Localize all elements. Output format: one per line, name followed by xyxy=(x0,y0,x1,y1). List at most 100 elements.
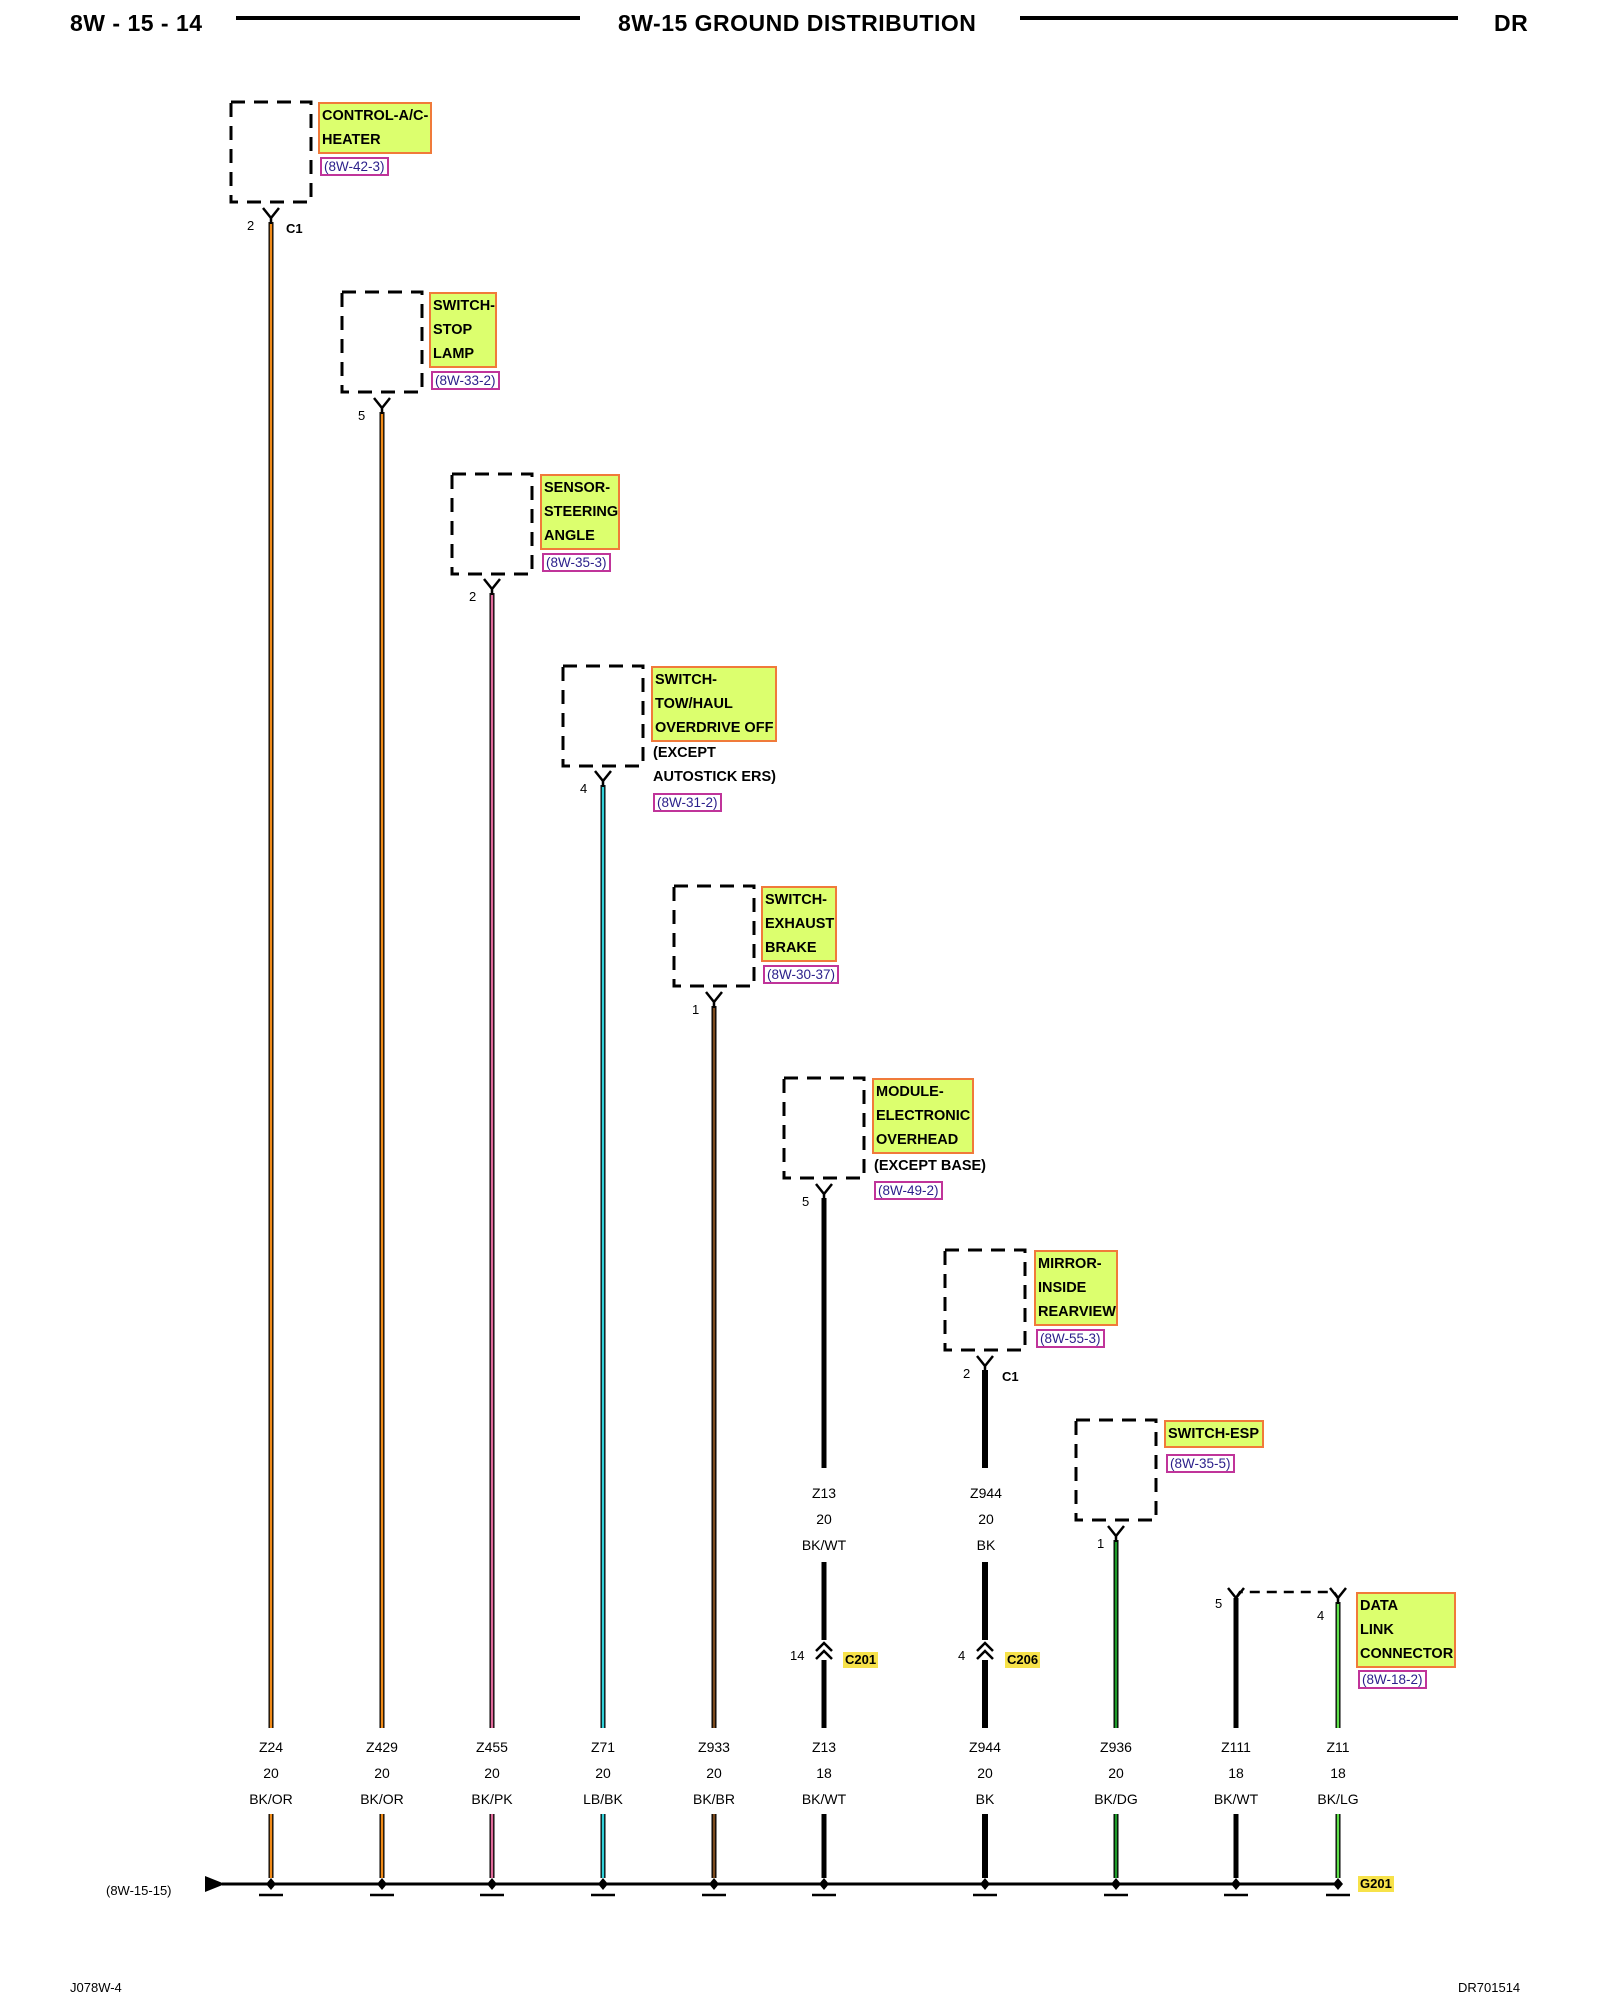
bus-ref-link[interactable]: (8W-15-15) xyxy=(106,1883,172,1898)
splice-point xyxy=(487,1878,497,1890)
component-label-switch-stop-lamp: SWITCH- STOP LAMP xyxy=(429,292,497,368)
splice-point xyxy=(1231,1878,1241,1890)
wire-gauge: 20 xyxy=(374,1765,390,1781)
pin-number: 5 xyxy=(358,408,366,423)
pin-terminal xyxy=(705,991,723,1008)
component-label-module-electronic-overhead: MODULE- ELECTRONIC OVERHEAD xyxy=(872,1078,974,1154)
pin-number: 4 xyxy=(580,781,588,796)
circuit-id: Z11 xyxy=(1326,1739,1350,1755)
upper-wire-label-z13: Z13 20 BK/WT xyxy=(779,1480,869,1558)
pin-number: 1 xyxy=(1097,1536,1105,1551)
wire-gauge: 20 xyxy=(263,1765,279,1781)
header-rule-right xyxy=(1020,16,1458,20)
wire-color: BK/WT xyxy=(801,1791,847,1807)
component-box xyxy=(229,100,313,204)
dlc-jumper xyxy=(1234,1590,1340,1599)
component-box xyxy=(782,1076,866,1180)
pin-terminal xyxy=(373,397,391,414)
splice-point xyxy=(266,1878,276,1890)
wire-gauge: 20 xyxy=(595,1765,611,1781)
ground-point-g201[interactable]: G201 xyxy=(1358,1876,1394,1892)
component-box xyxy=(943,1248,1027,1352)
pin-terminal xyxy=(262,207,280,224)
model-code: DR xyxy=(1494,10,1529,36)
note-module-electronic-overhead: (EXCEPT BASE) xyxy=(874,1158,986,1174)
page-title: 8W-15 GROUND DISTRIBUTION xyxy=(618,10,977,36)
ref-link-mirror-inside-rearview[interactable]: (8W-55-3) xyxy=(1036,1329,1105,1348)
ref-link-data-link-connector[interactable]: (8W-18-2) xyxy=(1358,1670,1427,1689)
component-label-control-ac-heater: CONTROL-A/C- HEATER xyxy=(318,102,432,154)
circuit-id: Z944 xyxy=(969,1739,1001,1755)
inline-pin-number: 14 xyxy=(790,1648,805,1663)
pin-number: 1 xyxy=(692,1002,700,1017)
ref-link-switch-stop-lamp[interactable]: (8W-33-2) xyxy=(431,371,500,390)
wire-gauge: 18 xyxy=(1330,1765,1346,1781)
wire-color: BK xyxy=(976,1537,996,1553)
pin-terminal xyxy=(594,770,612,787)
ground-bus xyxy=(205,1876,1340,1892)
wire-color: BK/WT xyxy=(1213,1791,1259,1807)
pin-terminal xyxy=(815,1183,833,1200)
ref-link-sensor-steering-angle[interactable]: (8W-35-3) xyxy=(542,553,611,572)
inline-connector-symbol xyxy=(976,1641,994,1660)
splice-point xyxy=(598,1878,608,1890)
inline-connector-symbol xyxy=(815,1641,833,1660)
ref-link-switch-tow-haul[interactable]: (8W-31-2) xyxy=(653,793,722,812)
upper-wire-label-z944: Z944 20 BK xyxy=(941,1480,1031,1558)
component-label-data-link-connector: DATA LINK CONNECTOR xyxy=(1356,1592,1456,1668)
ref-link-module-electronic-overhead[interactable]: (8W-49-2) xyxy=(874,1181,943,1200)
splice-point xyxy=(980,1878,990,1890)
pin-terminal xyxy=(1107,1525,1125,1542)
component-label-sensor-steering-angle: SENSOR- STEERING ANGLE xyxy=(540,474,620,550)
inline-connector-c206[interactable]: C206 xyxy=(1005,1652,1041,1668)
wire-color: BK xyxy=(975,1791,995,1807)
component-label-switch-exhaust-brake: SWITCH- EXHAUST BRAKE xyxy=(761,886,837,962)
wire-gauge: 20 xyxy=(706,1765,722,1781)
wire-gauge: 18 xyxy=(816,1765,832,1781)
component-box xyxy=(1074,1418,1158,1522)
pin-number: 2 xyxy=(469,589,477,604)
footer-right-code: DR701514 xyxy=(1458,1980,1521,1995)
wire-color: BK/WT xyxy=(801,1537,847,1553)
ref-link-switch-esp[interactable]: (8W-35-5) xyxy=(1166,1454,1235,1473)
header-rule-left xyxy=(236,16,580,20)
footer-left-code: J078W-4 xyxy=(70,1980,122,1995)
pin-terminal xyxy=(483,578,501,595)
circuit-id: Z455 xyxy=(476,1739,508,1755)
wire-color: BK/DG xyxy=(1094,1791,1138,1807)
component-box xyxy=(561,664,645,768)
splice-point xyxy=(1111,1878,1121,1890)
wire-gauge: 20 xyxy=(484,1765,500,1781)
wire-gauge: 20 xyxy=(1108,1765,1124,1781)
pin-number: 2 xyxy=(963,1366,971,1381)
wire-color: LB/BK xyxy=(583,1791,623,1807)
ref-link-control-ac-heater[interactable]: (8W-42-3) xyxy=(320,157,389,176)
circuit-id: Z111 xyxy=(1221,1739,1251,1755)
component-label-mirror-inside-rearview: MIRROR- INSIDE REARVIEW xyxy=(1034,1250,1118,1326)
bus-arrow xyxy=(205,1876,225,1892)
pin-number: 5 xyxy=(802,1194,810,1209)
circuit-id: Z944 xyxy=(970,1485,1002,1501)
page-number: 8W - 15 - 14 xyxy=(70,10,203,36)
circuit-id: Z13 xyxy=(811,1485,837,1501)
wire-color: BK/OR xyxy=(360,1791,404,1807)
note-switch-tow-haul: (EXCEPT AUTOSTICK ERS) xyxy=(653,745,776,785)
splice-point xyxy=(819,1878,829,1890)
splice-point xyxy=(1333,1878,1343,1890)
ref-link-switch-exhaust-brake[interactable]: (8W-30-37) xyxy=(763,965,840,984)
pin-terminal xyxy=(976,1355,994,1372)
inline-connector-c201[interactable]: C201 xyxy=(843,1652,879,1668)
component-box xyxy=(340,290,424,394)
splice-point xyxy=(377,1878,387,1890)
circuit-id: Z71 xyxy=(590,1739,616,1755)
circuit-id: Z936 xyxy=(1100,1739,1132,1755)
wire-color: BK/LG xyxy=(1317,1791,1359,1807)
